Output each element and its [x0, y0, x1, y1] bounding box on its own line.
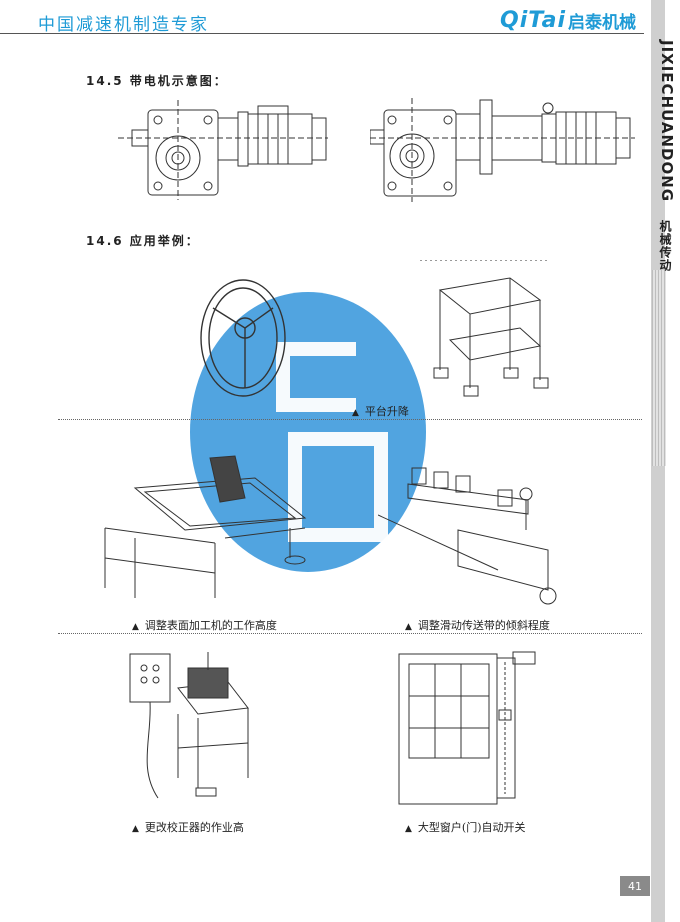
caption-conveyor-text: 调整滑动传送带的倾斜程度: [417, 619, 550, 632]
divider-1: [58, 419, 642, 420]
caption-window-text: 大型窗户(门)自动开关: [417, 821, 526, 834]
platform-lift-illustration: [420, 260, 550, 410]
brand-logo: QiTai 启泰机械: [500, 8, 636, 33]
brand-latin: QiTai: [500, 8, 567, 33]
caption-calibrator: ▲ 更改校正器的作业高: [132, 819, 244, 835]
header-rule: [0, 33, 644, 34]
divider-2: [58, 633, 642, 634]
brand-chinese: 启泰机械: [568, 13, 637, 33]
caption-surface-text: 调整表面加工机的工作高度: [144, 619, 277, 632]
caption-surface: ▲ 调整表面加工机的工作高度: [132, 617, 277, 633]
side-title-english: JIXIECHUANDONG: [658, 40, 676, 203]
handwheel-illustration: [195, 268, 295, 398]
side-bar-hatch: [652, 270, 666, 466]
triangle-up-icon: ▲: [132, 622, 139, 632]
triangle-up-icon: ▲: [352, 408, 359, 418]
triangle-up-icon: ▲: [405, 824, 412, 834]
caption-platform-text: 平台升降: [364, 405, 409, 418]
section-title-14-6: 14.6 应用举例：: [86, 234, 200, 248]
caption-conveyor: ▲ 调整滑动传送带的倾斜程度: [405, 617, 550, 633]
side-title-chinese: 机械传动: [658, 220, 672, 272]
calibrator-illustration: [118, 648, 268, 808]
triangle-up-icon: ▲: [405, 622, 412, 632]
motor-diagram-left: [118, 100, 338, 200]
section-title-14-5: 14.5 带电机示意图：: [86, 74, 228, 88]
conveyor-illustration: [378, 460, 568, 610]
triangle-up-icon: ▲: [132, 824, 139, 834]
caption-calibrator-text: 更改校正器的作业高: [144, 821, 244, 834]
caption-platform: ▲ 平台升降: [352, 403, 409, 419]
caption-window: ▲ 大型窗户(门)自动开关: [405, 819, 526, 835]
qitai-logo-watermark: [190, 292, 426, 572]
window-illustration: [395, 650, 545, 810]
header-slogan: 中国减速机制造专家: [38, 15, 209, 35]
surface-machine-illustration: [95, 448, 320, 613]
page-number: 41: [620, 876, 650, 896]
motor-diagram-right: [370, 98, 640, 202]
